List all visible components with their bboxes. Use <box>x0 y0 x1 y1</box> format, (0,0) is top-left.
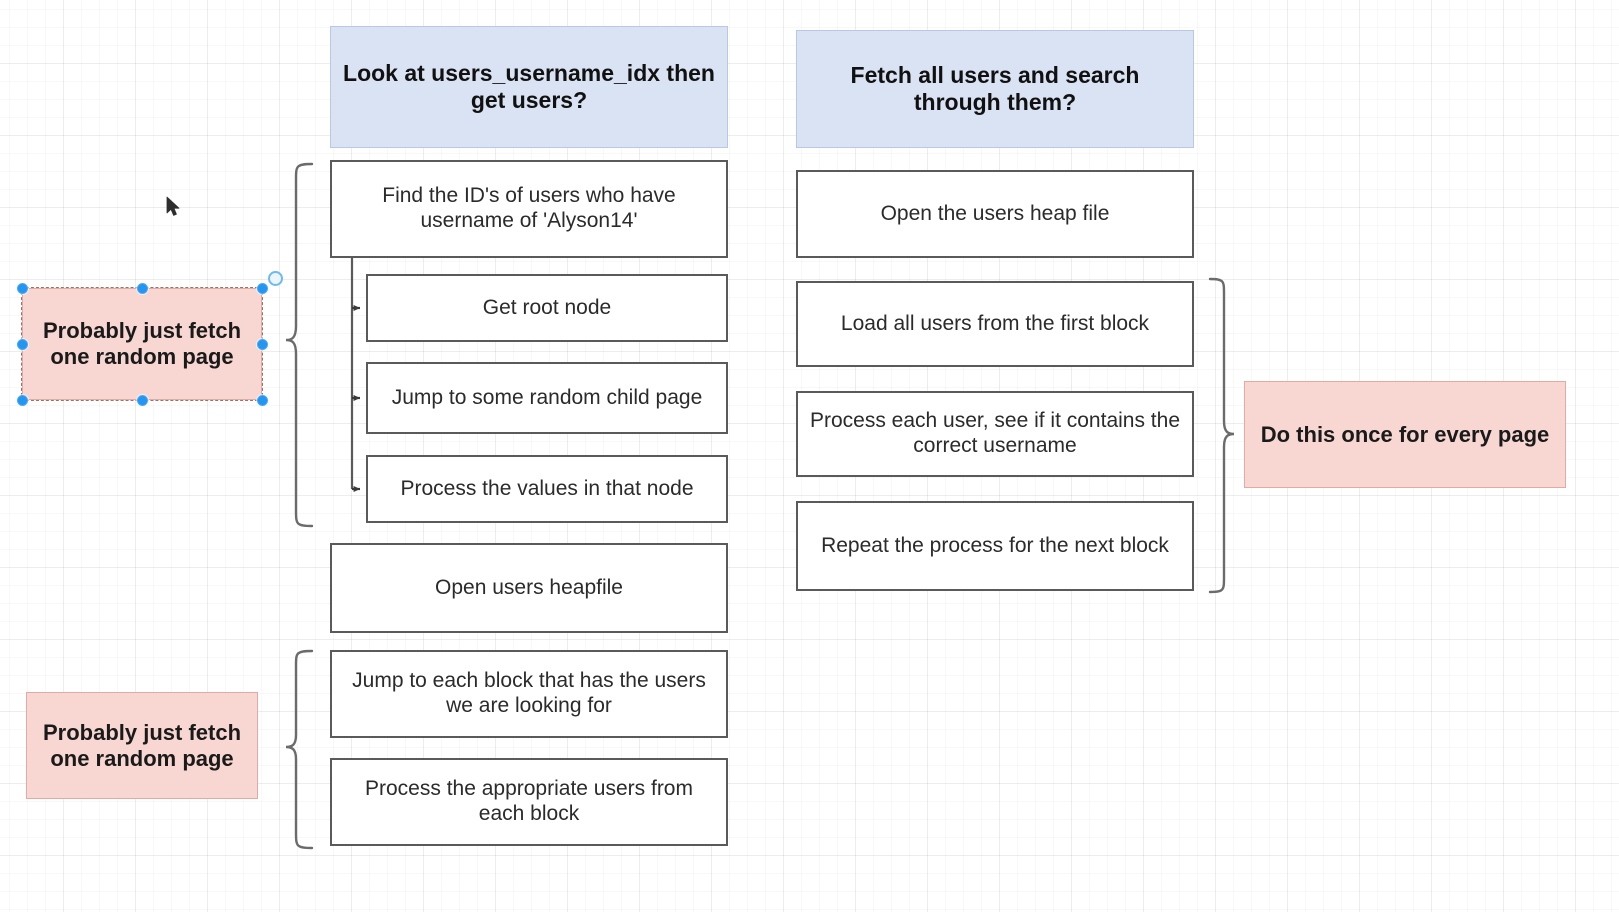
process-values-box[interactable]: Process the values in that node <box>366 455 728 523</box>
resize-handle-bottom-center[interactable] <box>137 395 148 406</box>
repeat-process-box[interactable]: Repeat the process for the next block <box>796 501 1194 591</box>
load-all-users-box[interactable]: Load all users from the first block <box>796 281 1194 367</box>
repeat-process-label: Repeat the process for the next block <box>821 533 1169 557</box>
find-ids-label: Find the ID's of users who have username… <box>382 184 676 232</box>
resize-handle-top-center[interactable] <box>137 283 148 294</box>
resize-handle-middle-right[interactable] <box>257 339 268 350</box>
open-users-heapfile-label: Open users heapfile <box>435 575 623 599</box>
jump-each-block-box[interactable]: Jump to each block that has the users we… <box>330 650 728 738</box>
find-ids-box[interactable]: Find the ID's of users who have username… <box>330 160 728 258</box>
jump-random-child-label: Jump to some random child page <box>391 385 703 409</box>
jump-each-block-label: Jump to each block that has the users we… <box>352 669 706 717</box>
selection-group[interactable]: Probably just fetch one random page <box>17 271 283 406</box>
resize-handle-top-right[interactable] <box>257 283 268 294</box>
process-appropriate-label: Process the appropriate users from each … <box>365 777 693 825</box>
connector-branches <box>352 304 361 492</box>
cursor-arrow-icon <box>166 196 180 216</box>
get-root-node-label: Get root node <box>482 295 612 319</box>
process-each-user-box[interactable]: Process each user, see if it contains th… <box>796 391 1194 477</box>
resize-handle-bottom-right[interactable] <box>257 395 268 406</box>
rotate-handle[interactable] <box>268 271 283 286</box>
process-appropriate-box[interactable]: Process the appropriate users from each … <box>330 758 728 846</box>
process-values-label: Process the values in that node <box>400 476 694 500</box>
resize-handle-middle-left[interactable] <box>17 339 28 350</box>
brace-index-steps <box>285 162 314 528</box>
brace-every-page <box>1208 277 1235 594</box>
resize-handle-top-left[interactable] <box>17 283 28 294</box>
open-users-heap-file-label: Open the users heap file <box>880 201 1110 225</box>
probably-fetch-one-page-lower-label: Probably just fetch one random page <box>42 719 242 771</box>
jump-random-child-box[interactable]: Jump to some random child page <box>366 362 728 434</box>
load-all-users-label: Load all users from the first block <box>840 311 1150 335</box>
left-column-header-label: Look at users_username_idx then get user… <box>343 59 715 113</box>
process-each-user-label: Process each user, see if it contains th… <box>809 409 1181 457</box>
resize-handle-bottom-left[interactable] <box>17 395 28 406</box>
do-this-once-per-page-label: Do this once for every page <box>1260 421 1550 447</box>
brace-block-steps <box>285 649 314 850</box>
probably-fetch-one-page-selected[interactable]: Probably just fetch one random page <box>22 288 262 400</box>
get-root-node-box[interactable]: Get root node <box>366 274 728 342</box>
do-this-once-per-page[interactable]: Do this once for every page <box>1244 381 1566 488</box>
right-column-header-label: Fetch all users and search through them? <box>850 61 1140 115</box>
right-column-header[interactable]: Fetch all users and search through them? <box>796 30 1194 148</box>
open-users-heap-file-box[interactable]: Open the users heap file <box>796 170 1194 258</box>
open-users-heapfile-box[interactable]: Open users heapfile <box>330 543 728 633</box>
probably-fetch-one-page-selected-label: Probably just fetch one random page <box>42 318 242 369</box>
left-column-header[interactable]: Look at users_username_idx then get user… <box>330 26 728 148</box>
probably-fetch-one-page-lower[interactable]: Probably just fetch one random page <box>26 692 258 799</box>
mouse-pointer-icon <box>166 196 182 223</box>
